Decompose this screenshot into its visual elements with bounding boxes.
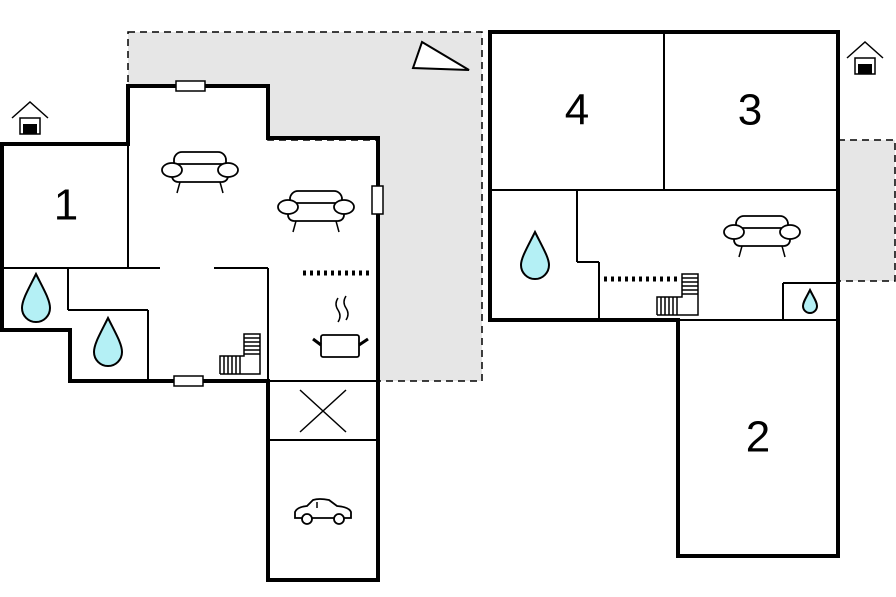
window	[175, 80, 206, 92]
water-drop-icon	[92, 315, 124, 367]
sofa-icon	[161, 151, 239, 194]
water-drop-icon	[519, 229, 551, 280]
left-building-walls	[0, 84, 380, 582]
room-label-2: 2	[746, 413, 770, 462]
terrace-right	[837, 139, 896, 282]
water-drop-icon	[20, 271, 52, 323]
cross-icon	[299, 389, 347, 433]
window	[371, 185, 384, 215]
water-drop-icon	[801, 287, 819, 314]
kitchen-pot-icon	[312, 295, 369, 358]
car-icon	[294, 498, 352, 525]
room-label-1: 1	[54, 181, 78, 230]
room-label-4: 4	[565, 86, 589, 135]
sofa-icon	[277, 190, 355, 233]
house-entrance-icon	[11, 100, 49, 135]
left-building-partitions	[2, 144, 378, 441]
sofa-icon	[723, 215, 801, 258]
right-building-walls	[488, 30, 840, 558]
house-entrance-icon	[846, 40, 884, 75]
window	[173, 375, 204, 387]
right-building-partitions	[490, 32, 838, 321]
stairs-icon	[656, 273, 699, 316]
room-label-3: 3	[738, 86, 762, 135]
stairs-icon	[219, 333, 261, 375]
compass-north-icon	[411, 40, 470, 71]
